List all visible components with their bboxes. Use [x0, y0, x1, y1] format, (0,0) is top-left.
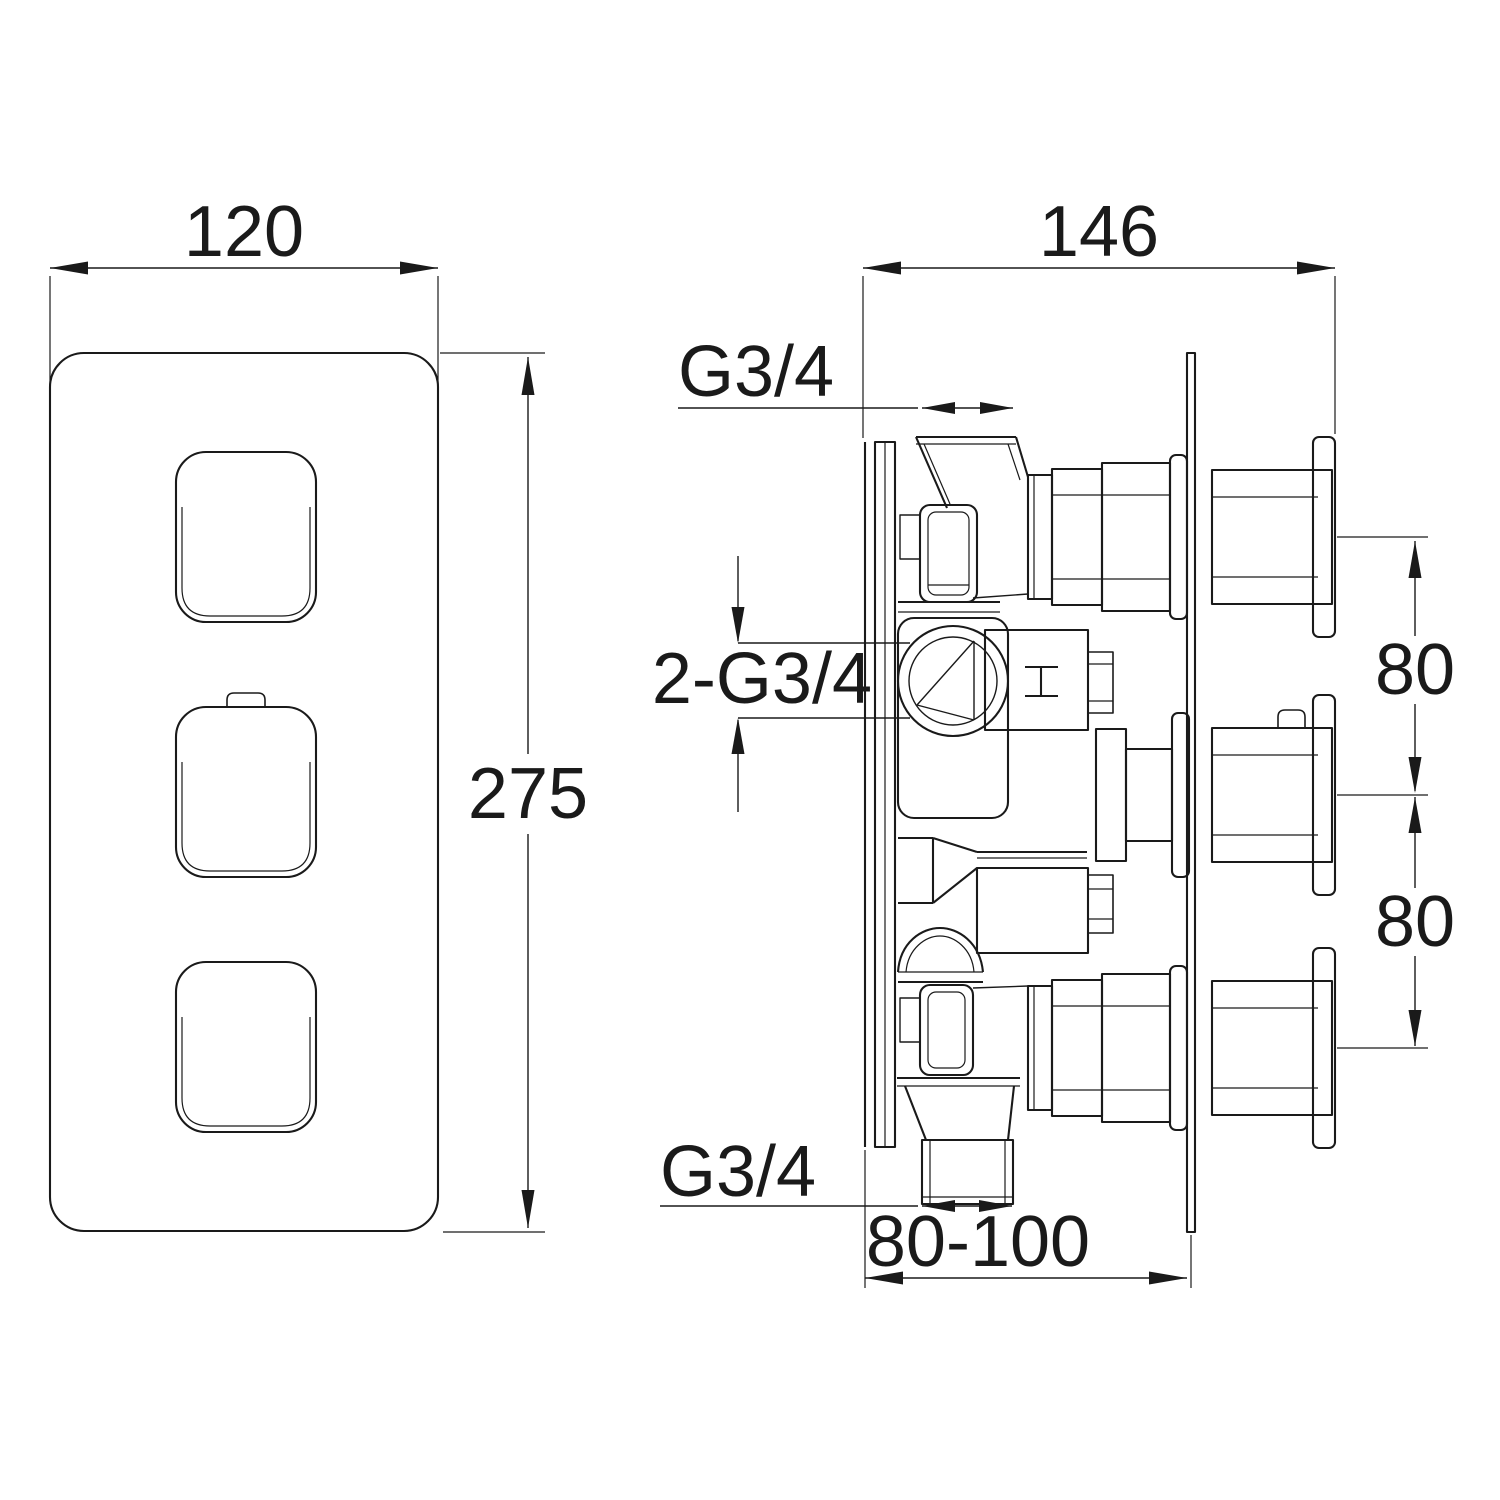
button-middle — [174, 692, 318, 879]
wall-flange — [863, 440, 897, 1149]
top-inlet-port — [898, 435, 1030, 613]
side-view: 146 G3/4 2-G3/4 80 — [652, 192, 1456, 1288]
valve-body-block — [983, 628, 1090, 732]
handle-bottom — [1026, 946, 1337, 1150]
arrow-right-icon — [1149, 1271, 1187, 1285]
upper-spacing-label: 80 — [1375, 630, 1455, 710]
dim-side-depth: 146 — [862, 192, 1336, 438]
arrow-up-icon — [1408, 797, 1422, 833]
lower-spacing-label: 80 — [1375, 882, 1455, 962]
side-depth-label: 146 — [1039, 192, 1159, 272]
arrow-down-icon — [1408, 757, 1422, 793]
arrow-right-icon — [1297, 261, 1335, 275]
middle-port-assembly — [896, 616, 1114, 820]
dim-handle-spacing-upper: 80 — [1337, 536, 1456, 796]
dim-front-height: 275 — [440, 352, 590, 1233]
bottom-inlet-port — [896, 926, 1029, 1206]
port-flange — [896, 616, 1010, 820]
front-view: 120 275 — [48, 192, 590, 1233]
arrow-up-icon — [1408, 541, 1422, 578]
dim-installation-depth: 80-100 — [864, 1150, 1192, 1288]
middle-port-circle — [896, 624, 1010, 738]
bottom-port-thread-label: G3/4 — [660, 1132, 816, 1212]
button-bottom — [174, 960, 318, 1134]
arrow-left-icon — [50, 261, 88, 275]
arrow-right-icon — [400, 261, 438, 275]
arrow-down-icon — [521, 1190, 535, 1228]
top-port-thread-label: G3/4 — [678, 332, 834, 412]
side-port-nut — [1087, 651, 1114, 714]
handle-top — [1026, 435, 1337, 639]
dim-front-width: 120 — [49, 192, 439, 392]
arrow-down-icon — [731, 607, 745, 643]
arrow-left-icon — [865, 1271, 903, 1285]
arrow-up-icon — [521, 357, 535, 395]
button-middle-tab — [226, 692, 266, 708]
handle-middle — [1094, 693, 1337, 897]
outlet-block — [975, 866, 1090, 955]
install-depth-label: 80-100 — [866, 1202, 1090, 1282]
button-top — [174, 450, 318, 624]
outlet-nut — [1087, 874, 1114, 934]
port-side-flat — [899, 514, 921, 560]
port-side-flat — [899, 997, 921, 1043]
arrow-right-icon — [979, 1200, 1012, 1212]
label-bottom-port: G3/4 — [660, 1132, 1012, 1212]
front-panel — [48, 351, 440, 1233]
outlet-assembly — [898, 836, 1114, 955]
label-top-port: G3/4 — [678, 332, 1013, 414]
label-middle-ports: 2-G3/4 — [652, 556, 910, 812]
cover-plate — [1185, 351, 1197, 1234]
front-height-label: 275 — [468, 754, 588, 834]
dim-handle-spacing-lower: 80 — [1337, 797, 1456, 1049]
arrow-left-icon — [922, 402, 955, 414]
middle-port-thread-label: 2-G3/4 — [652, 639, 872, 719]
arrow-left-icon — [922, 1200, 955, 1212]
arrow-down-icon — [1408, 1010, 1422, 1046]
body-marking-icon — [1025, 665, 1058, 698]
front-width-label: 120 — [184, 192, 304, 272]
arrow-right-icon — [980, 402, 1013, 414]
arrow-left-icon — [863, 261, 901, 275]
